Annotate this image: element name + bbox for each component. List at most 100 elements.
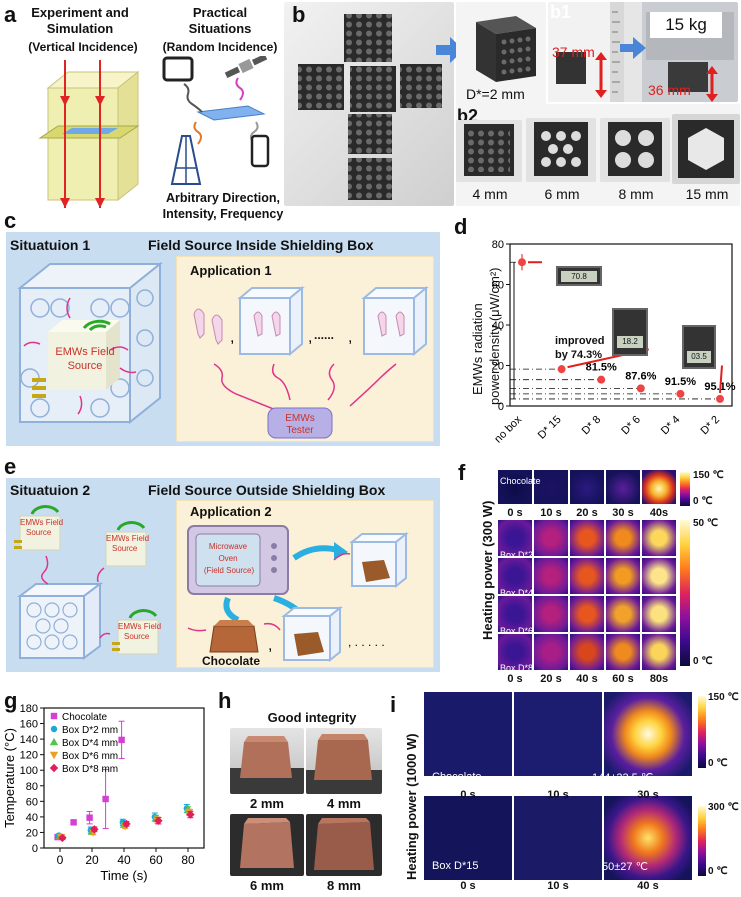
chart-d-category-label: D* 2 [698, 414, 722, 438]
panel-a-letter: a [4, 2, 17, 27]
panel-a-left-title-2: Simulation [46, 21, 114, 36]
thermal-cell [424, 692, 512, 776]
thermal-cell [534, 596, 568, 632]
panel-h-letter: h [218, 688, 232, 713]
panel-c-source-2: Source [67, 360, 103, 372]
chart-d-category-label: D* 6 [619, 414, 643, 438]
chart-d-ytick-label: 20 [492, 361, 504, 373]
b2-size-4mm: 4 mm [472, 186, 508, 202]
chart-g-legend-label: Chocolate [62, 712, 107, 723]
thermal-cell [606, 634, 640, 670]
i-row2-value: 50±27 ℃ [602, 861, 648, 873]
b1-photo [548, 2, 738, 102]
chocolate-photo-6mm [230, 814, 304, 876]
panel-e-source-2b: Source [112, 544, 138, 553]
thermal-cell [642, 558, 676, 594]
b2-size-labels: 4 mm 6 mm 8 mm 15 mm [456, 186, 740, 206]
chocolate-photo-8mm [306, 814, 382, 876]
chart-g-xtick-label: 20 [85, 853, 99, 867]
f-time-4: 40s [649, 507, 669, 519]
panel-e-app: Application 2 [190, 504, 272, 519]
random-incidence-diagram [162, 56, 270, 185]
thermal-cell [606, 470, 640, 504]
panel-e-chocolate: Chocolate [202, 654, 261, 668]
chart-g-point [186, 810, 195, 819]
panel-d-letter: d [454, 214, 468, 239]
panel-c-source-1: EMWs Field [55, 346, 115, 358]
panel-e-title: Field Source Outside Shielding Box [148, 482, 386, 498]
thermal-cell [498, 470, 532, 504]
panel-c-letter: c [4, 208, 17, 233]
thermal-cell [604, 692, 692, 776]
i-scale2-bottom: 0 ℃ [708, 866, 728, 877]
f-row-times: 0 s 20 s 40 s 60 s 80s [497, 673, 677, 687]
chart-g-point [86, 814, 93, 821]
meter-d2: 03.5 [682, 325, 716, 369]
thermal-cell [570, 470, 604, 504]
svg-text:,: , [268, 637, 272, 654]
b1-size-2: 36 mm [648, 82, 691, 98]
chart-g-xtick-label: 40 [117, 853, 131, 867]
red-double-arrow-2 [706, 66, 718, 102]
thermal-cell [606, 558, 640, 594]
panel-e-situation: Situatuion 2 [10, 482, 91, 498]
chart-d-category-label: D* 15 [536, 414, 564, 442]
b2-size-6mm: 6 mm [544, 186, 580, 202]
chart-g-ytick-label: 60 [26, 796, 38, 808]
thermal-cell [606, 520, 640, 556]
panel-d-annotation-1: improved [555, 335, 605, 347]
thermal-cell [424, 796, 512, 880]
b2-photo-8mm [600, 118, 670, 182]
thermal-cell [534, 634, 568, 670]
h-size-6mm: 6 mm [250, 878, 284, 893]
b2-photo-15mm [672, 114, 740, 184]
thermal-cell [534, 520, 568, 556]
h-size-2mm: 2 mm [250, 796, 284, 811]
panel-i-ylabel: Heating power (1000 W) [404, 733, 419, 880]
meter-reading-1: 70.8 [561, 271, 597, 282]
printed-pieces-photo [284, 2, 454, 206]
thermal-grid-1000w [424, 692, 694, 882]
arrow-icon-b1 [620, 37, 646, 59]
b2-size-8mm: 8 mm [618, 186, 654, 202]
panel-d-annotation-2: by 74.3% [555, 349, 603, 361]
f-scale2-top: 50 ℃ [693, 518, 719, 529]
chart-g-ytick-label: 160 [20, 719, 38, 731]
panel-c-situation: Situatuion 1 [10, 237, 91, 253]
f-row-label-2: Box D*4 [500, 588, 534, 598]
i-time2-2: 40 s [637, 880, 659, 892]
thermal-cell [642, 634, 676, 670]
field-source-outside-box-diagram [14, 505, 159, 660]
f-colorbar-2 [680, 520, 690, 666]
panel-a-right-title-1: Practical [192, 5, 248, 20]
i-time2-0: 0 s [460, 880, 476, 892]
panel-e-source-1b: EMWs Field [106, 534, 150, 543]
panel-a-right-title-2: Situations [188, 21, 252, 36]
chart-g-xtick-label: 60 [149, 853, 163, 867]
panel-a-caption-2: Intensity, Frequency [162, 207, 284, 221]
vertical-incidence-diagram [38, 60, 140, 208]
thermal-cell [498, 596, 532, 632]
f-scale1-bottom: 0 ℃ [693, 496, 713, 507]
f-time-3: 30 s [612, 507, 634, 519]
dstar-label: D*=2 mm [466, 86, 525, 102]
panel-e-source-1a: EMWs Field [20, 518, 64, 527]
b1-weight: 15 kg [650, 12, 722, 38]
chart-d-ytick-label: 80 [492, 240, 504, 251]
panel-i-letter: i [390, 692, 397, 717]
thermal-cell [570, 634, 604, 670]
chart-d-ytick-label: 40 [492, 320, 504, 332]
thermal-cell [498, 520, 532, 556]
thermal-cell [604, 796, 692, 880]
chart-g-point [50, 712, 58, 720]
thermal-cell [514, 692, 602, 776]
f-row-label-4: Box D*8 [500, 663, 534, 673]
i-time-2: 30 s [637, 789, 659, 801]
chart-d-percent-label: 81.5% [586, 362, 617, 374]
b1-letter: b1 [550, 2, 572, 22]
f-row1-label: Chocolate [500, 476, 541, 486]
red-double-arrow [595, 52, 607, 98]
f-colorbar-1 [680, 472, 690, 506]
application-1-diagram: , , , [193, 285, 429, 439]
chart-g-xlabel: Time (s) [100, 868, 147, 883]
